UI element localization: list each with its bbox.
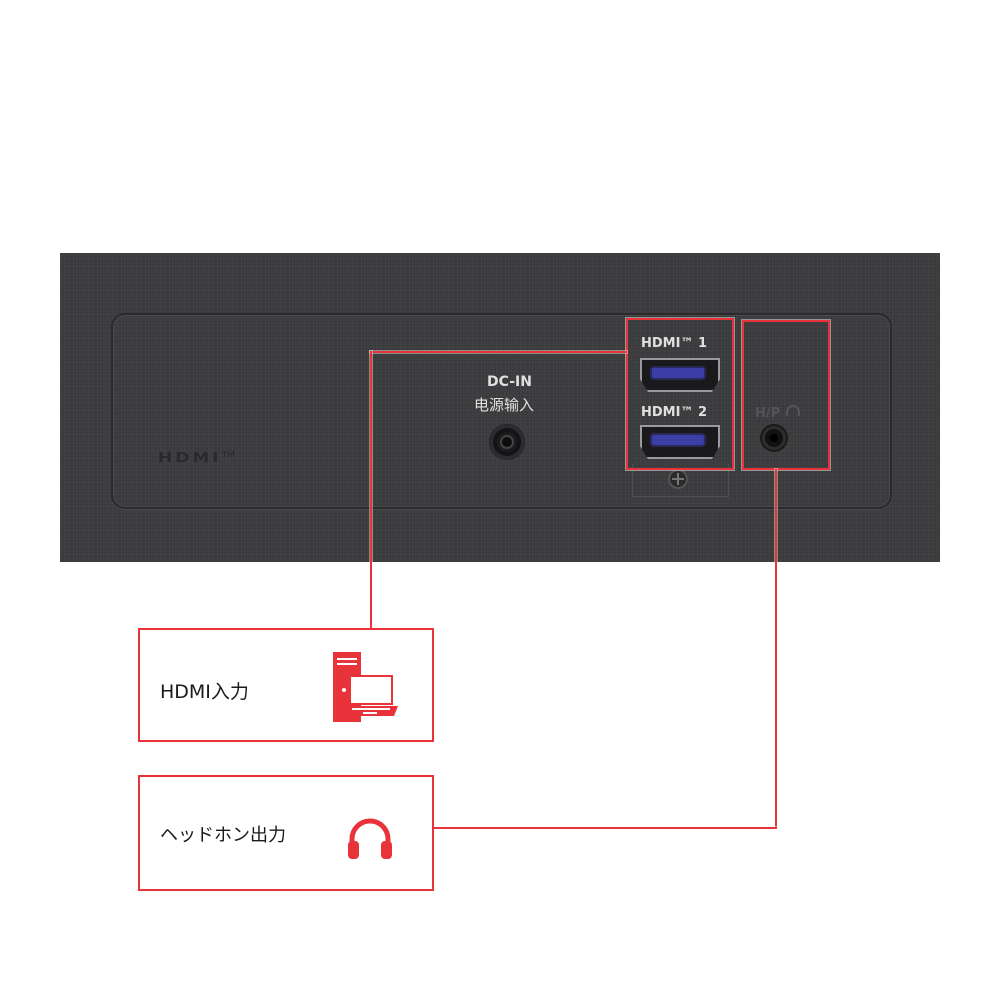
pc-laptop-icon xyxy=(333,652,398,722)
hdmi-logo: HDMITM xyxy=(158,450,235,466)
screw-icon xyxy=(668,469,688,489)
headphone-icon xyxy=(348,818,392,859)
monitor-rear-panel xyxy=(60,253,940,562)
screw-plate xyxy=(632,464,729,497)
hdmi-ports-highlight xyxy=(626,318,734,470)
dc-in-jack xyxy=(489,424,525,460)
dc-in-label-chinese: 电源输入 xyxy=(474,396,535,414)
headphone-output-label: ヘッドホン出力 xyxy=(160,825,286,846)
port-recess xyxy=(111,313,892,509)
headphone-output-callout: ヘッドホン出力 xyxy=(138,775,434,891)
hdmi1-port xyxy=(640,358,720,392)
headphone-symbol-icon xyxy=(785,405,800,416)
headphone-connector-line-vertical xyxy=(775,469,777,829)
hdmi-input-label: HDMI入力 xyxy=(160,681,249,703)
hdmi2-port xyxy=(640,425,720,459)
headphone-connector-line xyxy=(433,827,777,829)
dc-in-label: DC-IN xyxy=(487,374,532,390)
headphone-port-highlight xyxy=(742,320,830,470)
hdmi1-label: HDMI™ 1 xyxy=(641,336,708,351)
headphone-jack xyxy=(762,426,786,450)
hdmi2-label: HDMI™ 2 xyxy=(641,405,708,420)
hdmi-input-callout: HDMI入力 xyxy=(138,628,434,742)
hdmi-connector-line-vertical xyxy=(370,351,372,630)
hdmi-connector-line xyxy=(370,351,627,353)
headphone-port-label: H/P xyxy=(755,404,801,421)
